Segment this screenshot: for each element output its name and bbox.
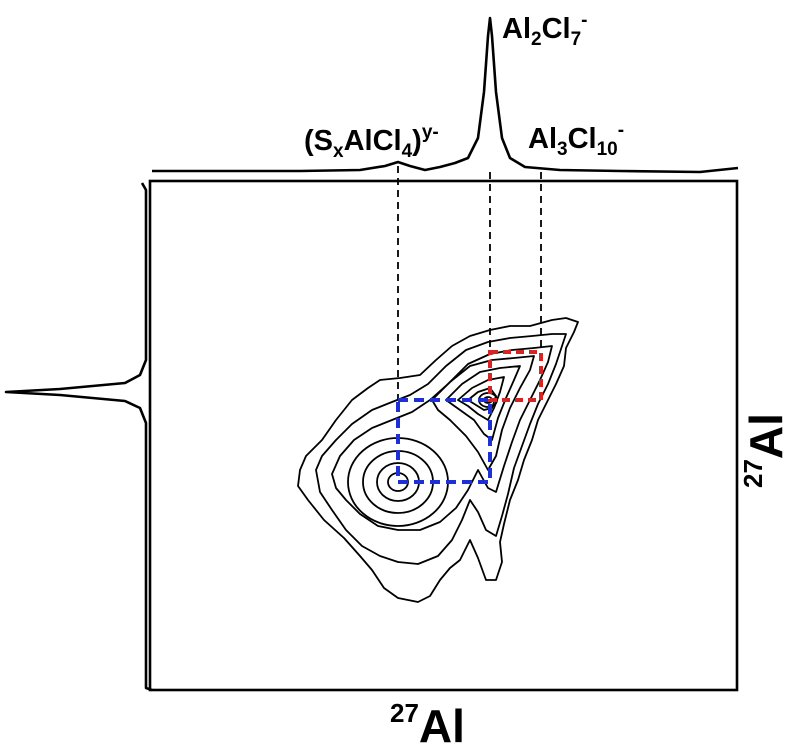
peak-label-part: 10 <box>597 139 618 160</box>
peak-label-sxalcl4: (SxAlCl4)y- <box>304 122 439 162</box>
peak-label-part: y- <box>422 122 439 143</box>
peak-label-part: Cl <box>568 123 597 155</box>
contour-level-1 <box>297 317 579 603</box>
peak-label-part: x <box>333 141 344 162</box>
cross-peak-box-blue <box>396 398 492 484</box>
peak-label-al2cl7: Al2Cl7- <box>502 10 587 50</box>
y-axis-label: 27Al <box>738 413 792 488</box>
peak-label-part: - <box>581 10 587 31</box>
cross-peak-box-red <box>488 350 543 402</box>
top-projection-spectrum <box>152 16 739 174</box>
peak-label-part: Cl <box>542 13 571 45</box>
peak-label-part: Al <box>528 123 557 155</box>
left-projection-spectrum <box>4 182 153 692</box>
peak-label-part: Al <box>502 13 531 45</box>
peak-label-part: 3 <box>557 139 568 160</box>
contour-map <box>297 317 579 603</box>
peak-label-part: 7 <box>571 29 582 50</box>
peak-label-part: 4 <box>402 141 413 162</box>
contour-level-2 <box>315 333 567 565</box>
peak-label-part: ) <box>412 125 422 157</box>
peak-label-part: 2 <box>531 29 542 50</box>
contour-level-3 <box>331 345 553 531</box>
plot-frame <box>148 179 739 692</box>
peak-label-part: (S <box>304 125 333 157</box>
main-peak-contour-4 <box>431 355 535 471</box>
peak-label-al3cl10: Al3Cl10- <box>528 120 624 160</box>
peak-label-part: - <box>618 120 624 141</box>
peak-label-part: AlCl <box>344 125 402 157</box>
x-axis-label: 27Al <box>390 698 465 751</box>
